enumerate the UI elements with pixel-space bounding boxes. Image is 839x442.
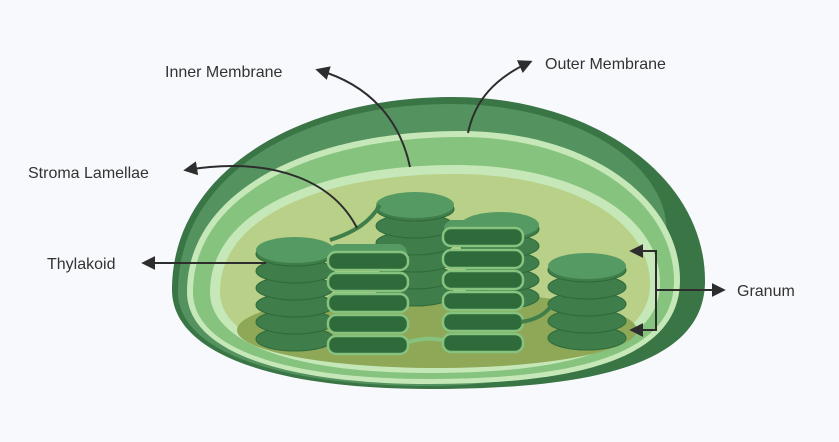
thylakoid-section [326, 250, 410, 272]
stroma-lamellae-pointer [183, 161, 358, 229]
inner-membrane-pointer [315, 66, 411, 168]
thylakoid-section [326, 271, 410, 293]
stroma-lamella-connector [329, 203, 382, 242]
thylakoid-section [326, 334, 410, 356]
stroma-lamella-connector [520, 303, 554, 324]
stroma-lamella-connector [407, 336, 444, 344]
label-outer-membrane: Outer Membrane [545, 56, 666, 73]
granum-stack [255, 237, 335, 352]
thylakoid-section [441, 332, 525, 354]
thylakoid-disc-top [376, 192, 454, 218]
thylakoid-section [441, 226, 525, 248]
thylakoid-section [441, 290, 525, 312]
thylakoid-section [441, 311, 525, 333]
granum-cutaway [326, 244, 410, 356]
thylakoid-section [441, 248, 525, 270]
label-stroma-lamellae: Stroma Lamellae [28, 165, 149, 182]
thylakoid-section [441, 269, 525, 291]
granum-cutaway [441, 220, 525, 354]
label-thylakoid: Thylakoid [47, 256, 115, 273]
thylakoid-disc-top [256, 237, 334, 263]
thylakoid-section [326, 292, 410, 314]
label-inner-membrane: Inner Membrane [165, 64, 282, 81]
thylakoid-section [326, 313, 410, 335]
label-granum: Granum [737, 283, 795, 300]
outer-membrane-pointer [467, 60, 533, 134]
thylakoid-disc-top [548, 253, 626, 279]
granum-stack [547, 253, 627, 351]
